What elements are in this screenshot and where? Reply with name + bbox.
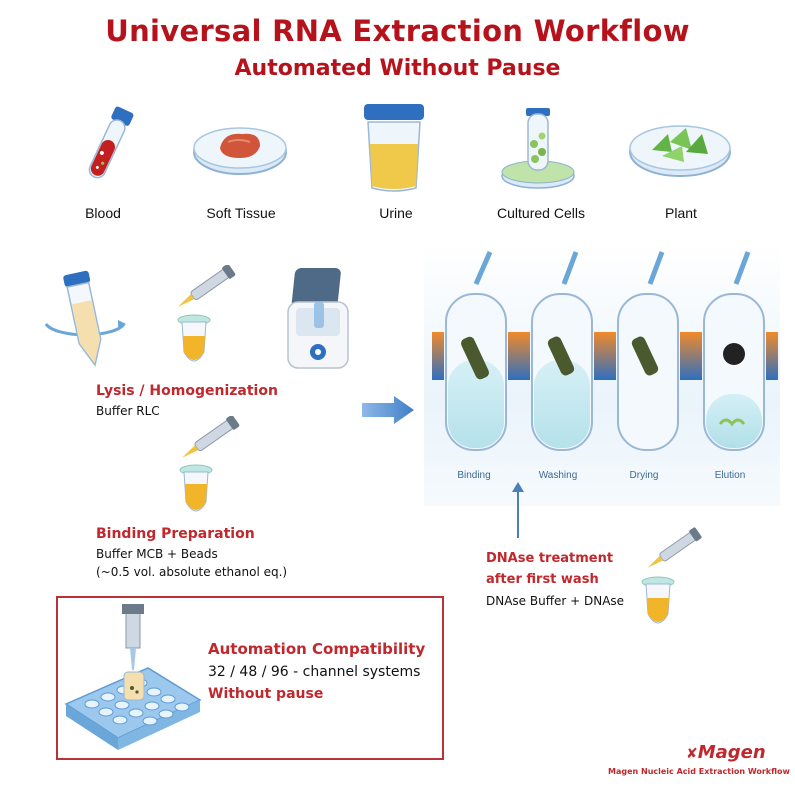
sample-label-cultured-cells: Cultured Cells — [476, 205, 606, 221]
magnet-icon: ✘ — [686, 746, 698, 762]
tissue-dish-icon — [190, 112, 290, 182]
blood-tube-icon — [78, 100, 138, 195]
sample-label-plant: Plant — [616, 205, 746, 221]
dnase-title-line2: after first wash — [486, 572, 599, 587]
plant-dish-icon — [626, 112, 734, 184]
brand-caption: Magen Nucleic Acid Extraction Workflow — [608, 767, 790, 776]
conical-tube-icon — [40, 268, 130, 372]
well-plate-icon — [62, 604, 202, 754]
automation-no-pause: Without pause — [208, 686, 323, 702]
sample-label-urine: Urine — [331, 205, 461, 221]
sample-label-blood: Blood — [38, 205, 168, 221]
magnetic-separation-panel — [424, 244, 780, 506]
automation-title: Automation Compatibility — [208, 640, 425, 658]
automation-channels: 32 / 48 / 96 - channel systems — [208, 664, 420, 680]
pipette-icon — [170, 265, 240, 311]
binding-prep-line1: Buffer MCB + Beads — [96, 547, 218, 561]
dnase-title-line1: DNAse treatment — [486, 551, 613, 566]
binding-prep-title: Binding Preparation — [96, 526, 255, 542]
step-label-drying: Drying — [604, 470, 684, 481]
binding-prep-line2: (~0.5 vol. absolute ethanol eq.) — [96, 565, 287, 579]
page-title: Universal RNA Extraction Workflow — [0, 14, 795, 48]
sample-label-soft-tissue: Soft Tissue — [176, 205, 306, 221]
microtube-icon — [174, 312, 214, 372]
step-label-washing: Washing — [518, 470, 598, 481]
cell-culture-icon — [498, 104, 578, 194]
page-subtitle: Automated Without Pause — [0, 56, 795, 81]
urine-cup-icon — [358, 100, 430, 195]
microtube-icon — [176, 462, 216, 522]
brand-logo: ✘Magen — [686, 742, 766, 763]
dnase-buffer: DNAse Buffer + DNAse — [486, 594, 624, 608]
arrow-up-icon — [510, 480, 526, 538]
step-label-binding: Binding — [434, 470, 514, 481]
microtube-icon — [638, 574, 678, 634]
lysis-title: Lysis / Homogenization — [96, 383, 278, 399]
homogenizer-icon — [284, 262, 354, 376]
pipette-icon — [174, 416, 244, 462]
lysis-buffer: Buffer RLC — [96, 404, 160, 418]
pipette-icon — [640, 526, 706, 574]
step-label-elution: Elution — [690, 470, 770, 481]
arrow-right-icon — [360, 394, 416, 426]
